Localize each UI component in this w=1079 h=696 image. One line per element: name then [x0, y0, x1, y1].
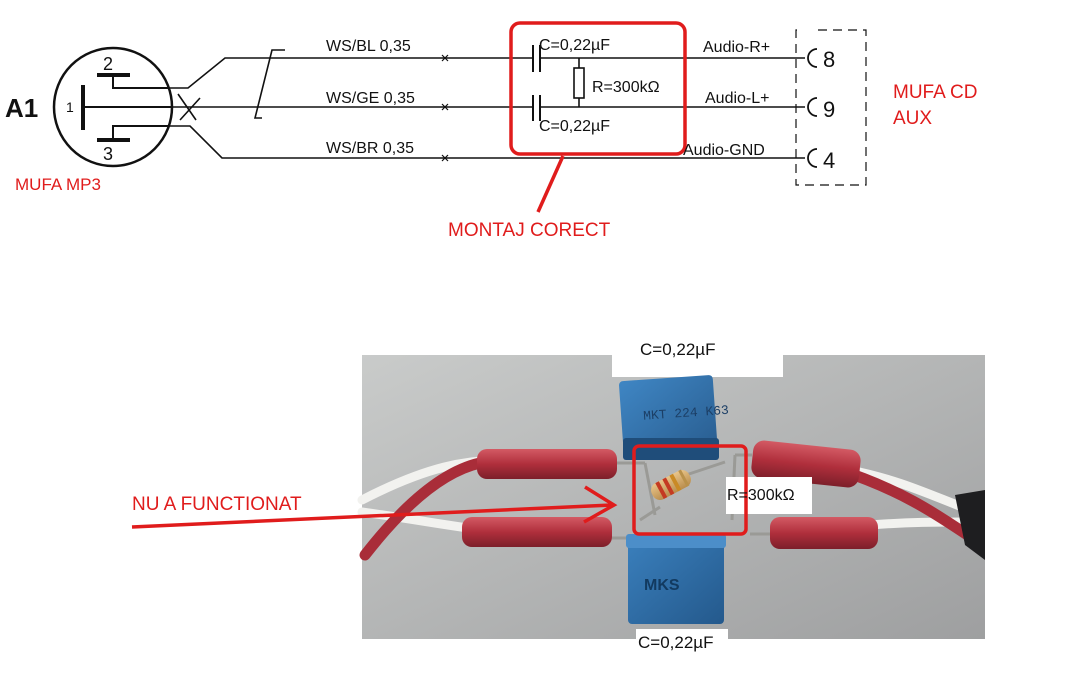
failed-highlight-box	[632, 444, 748, 536]
wire-label-middle: WS/GE 0,35	[326, 90, 415, 107]
wire-bottom	[168, 125, 805, 159]
wire-label-bottom: WS/BR 0,35	[326, 140, 414, 157]
white-wire-right-bottom	[865, 517, 975, 530]
resistor-photo	[651, 469, 691, 500]
resistor-label: R=300kΩ	[592, 79, 660, 96]
failed-callout: NU A FUNCTIONAT	[131, 485, 618, 529]
signal-label-gnd: Audio-GND	[683, 142, 765, 159]
red-wires	[359, 457, 981, 561]
signal-label-r: Audio-R+	[703, 39, 770, 56]
filter-network	[532, 45, 805, 121]
photo-cap-top-label: C=0,22µF	[640, 340, 715, 359]
sleeve-bottom-left	[462, 517, 612, 547]
capacitor-bottom-top	[626, 534, 726, 548]
photo: MKT 224 K63 MKS R=300kΩ C=0,22µF C=0,22µ…	[357, 340, 985, 659]
capacitor-bottom-body	[628, 540, 724, 624]
failed-callout-arrow-shaft	[131, 503, 613, 529]
pin-2-number: 2	[103, 54, 113, 74]
wire-label-top: WS/BL 0,35	[326, 38, 411, 55]
nu-a-functionat-callout: NU A FUNCTIONAT	[132, 494, 302, 515]
mufa-mp3-caption: MUFA MP3	[15, 175, 101, 194]
mufa-cd-caption-line1: MUFA CD	[893, 82, 977, 103]
cap-bottom-label: C=0,22µF	[539, 118, 610, 135]
connector-aux	[795, 29, 867, 186]
pin-1-number: 1	[66, 99, 74, 115]
resistor-symbol	[573, 67, 585, 99]
pin-2-lead	[112, 75, 168, 89]
signal-label-l: Audio-L+	[705, 90, 770, 107]
failed-callout-arrow-head	[583, 485, 618, 524]
connector-a1: 2 1 3 A1 MUFA MP3	[5, 46, 174, 194]
capacitor-bottom-marking: MKS	[644, 577, 680, 594]
aux-pin-8-number: 8	[823, 47, 835, 72]
shield-bracket	[253, 49, 285, 119]
wire-cross-b	[179, 97, 201, 121]
pin-3-number: 3	[103, 144, 113, 164]
resistor-bands	[655, 469, 690, 500]
aux-pin-9-number: 9	[823, 97, 835, 122]
red-wire-right	[834, 464, 981, 546]
heat-shrink-sleeves	[462, 440, 878, 549]
capacitor-bottom-photo: MKS	[626, 534, 726, 624]
right-connector-plug	[955, 490, 985, 560]
capacitor-top-body	[619, 375, 717, 449]
correct-highlight-box	[509, 21, 687, 156]
photo-top-label-patch	[612, 348, 783, 377]
sleeve-bottom-right	[770, 517, 878, 549]
wire-cross-a	[177, 93, 197, 121]
correct-callout-line	[536, 155, 565, 213]
montaj-corect-callout: MONTAJ CORECT	[448, 220, 611, 241]
photo-cap-bottom-label: C=0,22µF	[638, 633, 713, 652]
capacitor-top-base	[623, 438, 719, 460]
photo-bottom-label-patch	[636, 629, 728, 659]
aux-pin-4-number: 4	[823, 148, 835, 173]
wire-x-marks	[441, 54, 449, 162]
aux-pin-4-socket	[807, 148, 818, 168]
capacitor-top-marking: MKT 224 K63	[643, 403, 730, 424]
sleeve-top-right	[751, 440, 861, 488]
mufa-cd-caption-line2: AUX	[893, 108, 932, 129]
aux-pin-8-socket	[807, 48, 818, 68]
photo-resistor-label: R=300kΩ	[727, 487, 795, 504]
aux-connector-outline	[795, 29, 867, 186]
resistor-label-patch	[726, 477, 812, 514]
pin-3-lead	[112, 125, 168, 140]
red-wire-left	[359, 457, 486, 561]
cap-top-label: C=0,22µF	[539, 37, 610, 54]
wiring	[168, 49, 805, 162]
capacitor-top-photo: MKT 224 K63	[619, 375, 730, 460]
schematic: 2 1 3 A1 MUFA MP3 WS/BL 0,35 WS/GE 0,35	[5, 21, 977, 241]
wire-top	[168, 57, 533, 89]
connector-a1-label: A1	[5, 93, 38, 123]
sleeve-top-left	[477, 449, 617, 479]
aux-pin-9-socket	[807, 97, 818, 117]
